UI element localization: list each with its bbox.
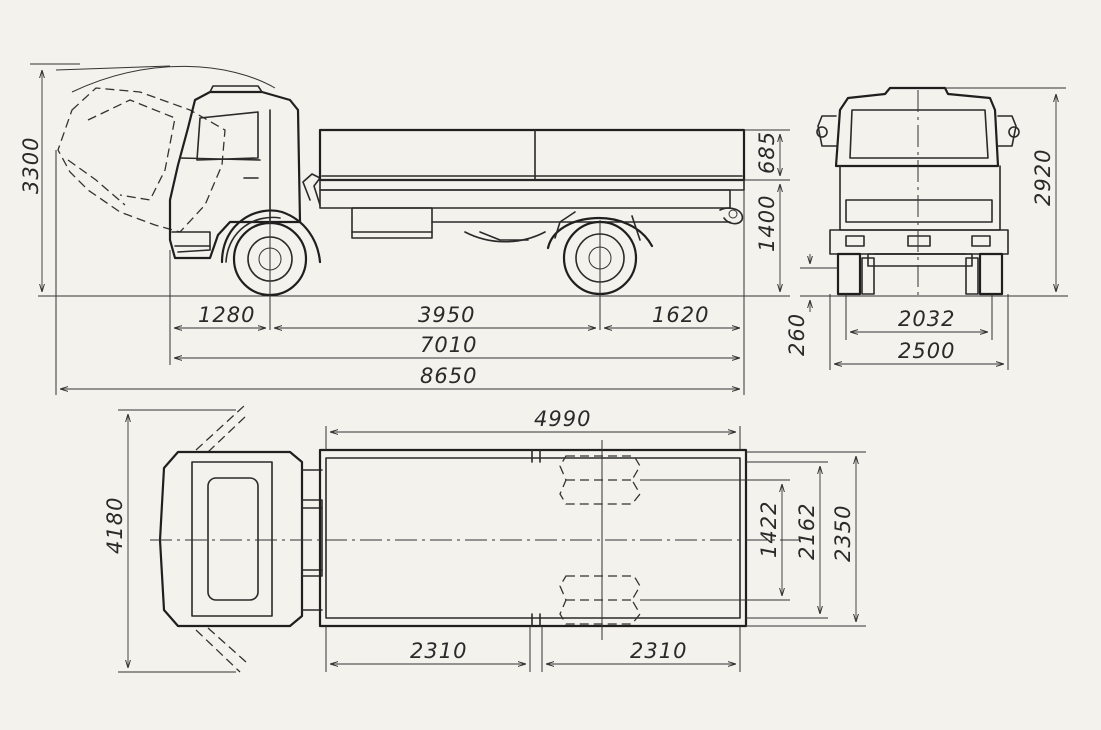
dim-overall-length: 8650 [420,364,477,388]
dim-front-height: 2920 [1031,149,1055,206]
dim-side-height: 685 [755,131,779,174]
dim-right-half: 2310 [630,639,687,663]
cab [168,85,302,260]
dim-platform-height: 1400 [755,195,779,252]
rear-wheels-plan [559,455,641,625]
dim-overall-width: 2500 [898,339,955,363]
dim-body-length: 4990 [534,407,591,431]
dim-chassis-length: 7010 [420,333,477,357]
dim-front-overhang: 1280 [198,303,255,327]
dim-wheelbase: 3950 [418,303,475,327]
dim-rear-overhang: 1620 [652,303,709,327]
dim-cab-tilt-length: 4180 [103,497,127,554]
body-plan [318,448,748,628]
dim-rear-track: 1422 [757,501,781,558]
dim-ground-clearance: 260 [785,313,809,356]
dim-left-half: 2310 [410,639,467,663]
cargo-body [318,128,746,243]
dim-overall-height: 3300 [19,137,43,194]
dim-body-inner-width: 2162 [795,503,819,560]
tilted-cab-ghost [55,65,276,233]
exhaust-pipe [302,173,321,206]
cab-plan [158,450,323,628]
front-view: 2920 260 2032 2500 [785,86,1068,370]
front-wheel [220,209,322,297]
side-view: 3300 685 1400 1280 3950 1620 7010 8650 [19,63,790,395]
dim-body-outer-width: 2350 [831,505,855,562]
top-view: 4180 4990 1422 2162 2350 2310 2310 [103,405,866,673]
dim-front-track: 2032 [898,307,955,331]
